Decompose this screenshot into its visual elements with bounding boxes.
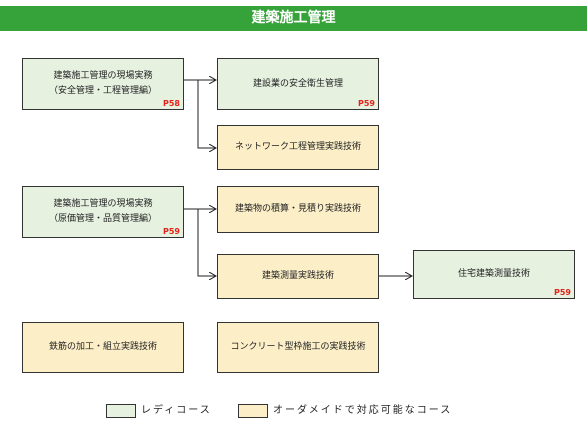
page-ref: P59 — [554, 288, 571, 297]
course-box-rebar: 鉄筋の加工・組立実践技術 — [22, 322, 184, 373]
course-subtitle: （原価管理・品質管理編） — [48, 214, 157, 224]
connector-b1-b3 — [184, 79, 216, 148]
course-box-safety-health: 建設業の安全衛生管理 P59 — [217, 58, 379, 110]
page-title: 建築施工管理 — [0, 6, 587, 31]
course-title: 建築物の積算・見積り実践技術 — [234, 204, 361, 214]
course-title: 建築施工管理の現場実務 — [53, 199, 153, 209]
page-ref: P59 — [358, 99, 375, 108]
course-title: 住宅建築測量技術 — [457, 269, 530, 279]
legend-label-order: オーダメイドで対応可能なコース — [273, 405, 453, 416]
course-title: コンクリート型枠施工の実践技術 — [230, 342, 366, 352]
legend-swatch-order — [238, 404, 268, 418]
course-box-house-surveying: 住宅建築測量技術 P59 — [413, 250, 575, 299]
course-box-concrete-formwork: コンクリート型枠施工の実践技術 — [217, 322, 379, 373]
course-title: ネットワーク工程管理実践技術 — [234, 142, 361, 152]
course-box-site-practice-safety: 建築施工管理の現場実務 （安全管理・工程管理編） P58 — [22, 58, 184, 110]
course-box-site-practice-cost: 建築施工管理の現場実務 （原価管理・品質管理編） P59 — [22, 186, 184, 238]
course-box-network-schedule: ネットワーク工程管理実践技術 — [217, 125, 379, 170]
connector-b4-b6 — [184, 208, 216, 276]
page-ref: P59 — [163, 227, 180, 236]
course-subtitle: （安全管理・工程管理編） — [48, 86, 157, 96]
course-title: 建築施工管理の現場実務 — [53, 71, 153, 81]
legend-label-ready: レディコース — [141, 405, 212, 416]
course-box-surveying: 建築測量実践技術 — [217, 254, 379, 299]
legend-swatch-ready — [106, 404, 136, 418]
course-title: 鉄筋の加工・組立実践技術 — [48, 342, 157, 352]
course-title: 建築測量実践技術 — [261, 271, 334, 281]
course-title: 建設業の安全衛生管理 — [252, 78, 343, 89]
course-box-estimation: 建築物の積算・見積り実践技術 — [217, 186, 379, 233]
page-ref: P58 — [163, 99, 180, 108]
